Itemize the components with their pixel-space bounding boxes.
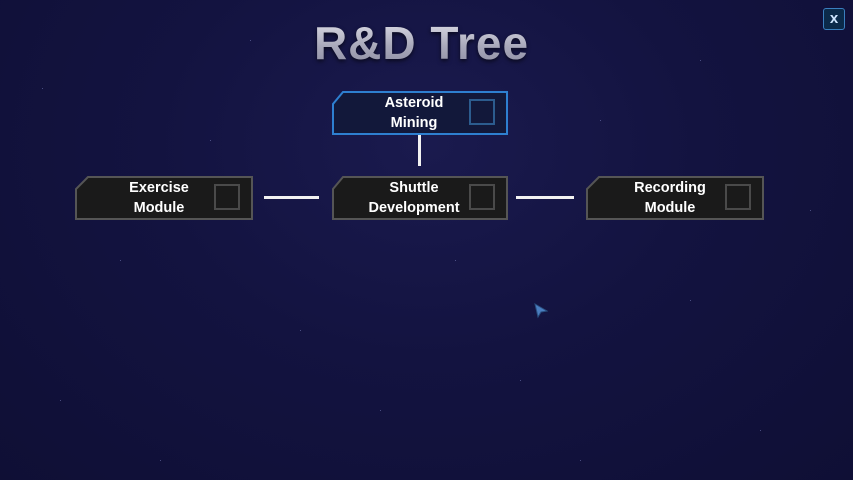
connector-shuttle-to-recording	[516, 196, 574, 199]
node-label: Shuttle Development	[368, 180, 460, 216]
node-checkbox[interactable]	[469, 184, 495, 210]
node-label: Recording Module	[634, 180, 706, 216]
rd-node-recording-module[interactable]: Recording Module	[585, 175, 765, 221]
page-title: R&D Tree	[0, 16, 843, 70]
node-frame	[586, 176, 764, 220]
node-frame	[332, 91, 508, 135]
connector-exercise-to-shuttle	[264, 196, 319, 199]
rd-node-shuttle-development[interactable]: Shuttle Development	[329, 175, 509, 221]
node-checkbox[interactable]	[725, 184, 751, 210]
rd-node-exercise-module[interactable]: Exercise Module	[74, 175, 254, 221]
node-checkbox[interactable]	[469, 99, 495, 125]
close-button[interactable]: x	[823, 8, 845, 30]
node-label: Exercise Module	[129, 180, 189, 216]
node-label: Asteroid Mining	[384, 95, 444, 131]
node-frame	[332, 176, 508, 220]
connector-asteroid-to-shuttle	[418, 135, 421, 166]
node-checkbox[interactable]	[214, 184, 240, 210]
close-icon: x	[829, 10, 839, 27]
rd-node-asteroid-mining[interactable]: Asteroid Mining	[329, 90, 509, 136]
node-frame	[75, 176, 253, 220]
mouse-cursor-icon	[534, 303, 548, 319]
